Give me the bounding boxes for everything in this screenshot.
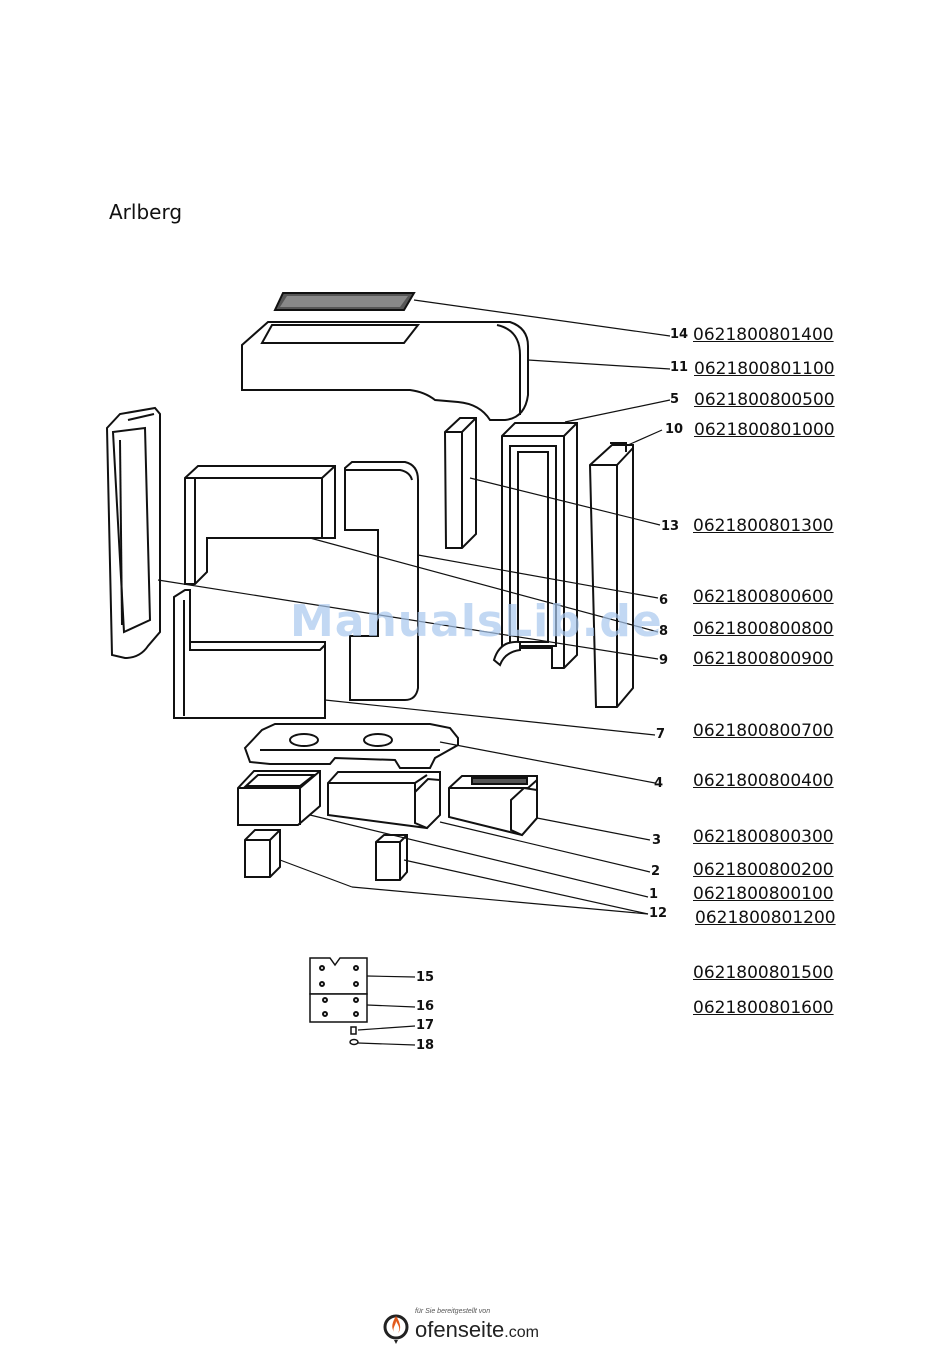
part-code-3: 0621800800300: [693, 827, 834, 847]
callout-11: 11: [670, 360, 689, 375]
part-15-plate: [309, 957, 368, 995]
callout-1: 1: [649, 887, 659, 902]
brand-name: ofenseite: [415, 1317, 505, 1342]
footer-brand: ofenseite.com: [415, 1317, 539, 1343]
part-code-15: 0621800801500: [693, 963, 834, 983]
callout-18: 18: [416, 1038, 435, 1053]
callout-13: 13: [661, 519, 680, 534]
part-code-4: 0621800800400: [693, 771, 834, 791]
callout-4: 4: [654, 776, 664, 791]
part-code-11: 0621800801100: [694, 359, 835, 379]
part-12-blocks: [244, 829, 408, 881]
footer-tagline: für Sie bereitgestellt von: [415, 1308, 491, 1315]
part-code-2: 0621800800200: [693, 860, 834, 880]
part-14-grille: [273, 292, 416, 311]
leader-lines: [157, 299, 671, 1046]
callout-16: 16: [416, 999, 435, 1014]
part-code-7: 0621800800700: [693, 721, 834, 741]
part-2: [327, 771, 441, 830]
flame-icon: [383, 1314, 409, 1344]
part-10: [588, 442, 634, 708]
part-13: [443, 417, 477, 549]
part-code-12: 0621800801200: [695, 908, 836, 928]
part-code-10: 0621800801000: [694, 420, 835, 440]
callout-3: 3: [652, 833, 662, 848]
part-8: [184, 465, 336, 585]
part-code-16: 0621800801600: [693, 998, 834, 1018]
part-7: [173, 589, 326, 719]
part-18-washer: [349, 1038, 359, 1046]
part-code-1: 0621800800100: [693, 884, 834, 904]
part-16-plate: [309, 993, 368, 1023]
part-11-top-cover: [241, 321, 529, 421]
part-code-8: 0621800800800: [693, 619, 834, 639]
page-title: Arlberg: [109, 200, 183, 224]
callout-9: 9: [659, 653, 669, 668]
part-6: [344, 461, 419, 701]
part-17-screw: [350, 1026, 357, 1035]
part-code-5: 0621800800500: [694, 390, 835, 410]
part-code-13: 0621800801300: [693, 516, 834, 536]
callout-7: 7: [656, 727, 666, 742]
callout-10: 10: [665, 422, 684, 437]
part-9-frame: [105, 406, 161, 660]
callout-17: 17: [416, 1018, 435, 1033]
callout-6: 6: [659, 593, 669, 608]
part-5: [492, 422, 578, 669]
callout-8: 8: [659, 624, 669, 639]
part-1: [237, 770, 321, 826]
callout-2: 2: [651, 864, 661, 879]
part-3: [448, 775, 538, 837]
ofenseite-logo: für Sie bereitgestellt von ofenseite.com: [383, 1308, 583, 1348]
callout-5: 5: [670, 392, 680, 407]
part-code-9: 0621800800900: [693, 649, 834, 669]
part-code-6: 0621800800600: [693, 587, 834, 607]
callout-14: 14: [670, 327, 689, 342]
callout-15: 15: [416, 970, 435, 985]
brand-domain: .com: [504, 1324, 539, 1341]
watermark: ManualsLib.de: [290, 596, 663, 647]
part-4-base: [243, 723, 459, 769]
part-code-14: 0621800801400: [693, 325, 834, 345]
callout-12: 12: [649, 906, 668, 921]
